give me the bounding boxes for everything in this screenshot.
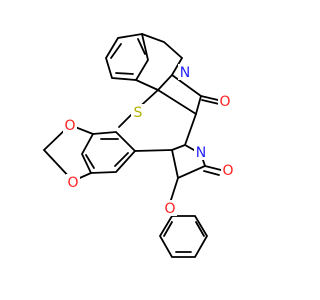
atom-label-o-carbonyl-lower: O (222, 163, 233, 179)
atom-label-n-lower: N (196, 145, 206, 161)
atom-label-o-dioxole-bottom: O (67, 175, 78, 191)
bond-benzodioxole-ring (80, 131, 137, 174)
bond-benzo-ring-double-3 (137, 38, 146, 55)
bond-benzo-ring-double-1 (110, 43, 122, 59)
bond-phenyl-ring (158, 215, 209, 258)
bond-lower-carbonyl (204, 165, 222, 171)
bond-phenyl-double-3 (163, 221, 173, 237)
bond-upper-lactam (157, 74, 203, 116)
label-bg-s-thioether (131, 104, 145, 120)
bond-upper-carbonyl-double (201, 99, 220, 105)
label-bg-o-dioxole-top (63, 117, 77, 133)
label-bg-o-carbonyl-lower (221, 162, 235, 178)
label-bg-o-phenoxy (163, 200, 177, 216)
bond-benzodioxole-double-2 (85, 154, 95, 169)
label-bg-o-dioxole-bottom (66, 174, 80, 190)
atom-label-o-carbonyl-upper: O (219, 94, 230, 110)
bond-benzo-ring (105, 32, 149, 81)
bond-benzodioxole-double-3 (114, 152, 129, 167)
molecule-structure-drawing: N O S N O O O O (42, 32, 235, 258)
bond-upper-carbonyl (200, 95, 219, 101)
bond-benzo-ring-double-2 (115, 72, 134, 75)
atom-label-s-thioether: S (134, 105, 143, 121)
bond-tetrahydro-ring (135, 33, 184, 92)
bond-lower-carbonyl-double (203, 170, 220, 176)
atom-label-n-upper: N (180, 65, 190, 81)
atom-labels: N O S N O O O O (63, 64, 235, 217)
bond-link-lactams (184, 113, 197, 146)
atom-label-o-phenoxy: O (164, 201, 175, 217)
bond-aryl-link (134, 149, 173, 152)
label-bg-n-lower (194, 144, 208, 160)
label-bg-o-carbonyl-upper (218, 93, 232, 109)
label-bg-n-upper (178, 64, 192, 80)
bond-phenyl-double-1 (195, 221, 205, 237)
atom-label-o-dioxole-top: O (64, 118, 75, 134)
